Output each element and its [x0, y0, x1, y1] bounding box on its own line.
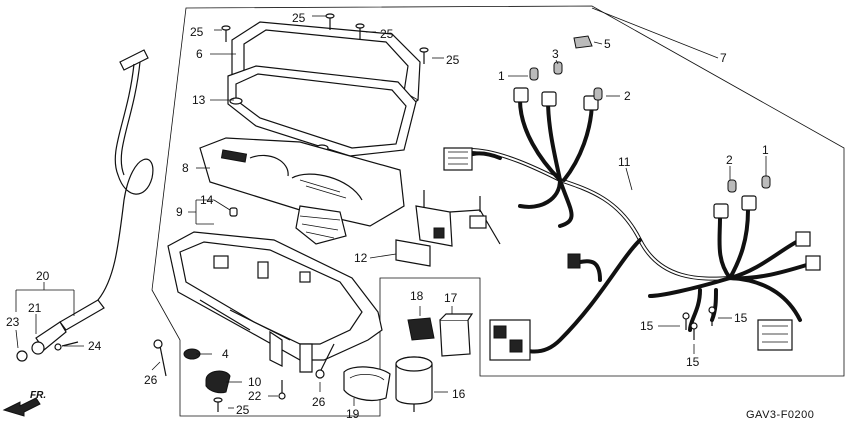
callout-23: 23 — [6, 315, 20, 329]
callout-15: 15 — [640, 319, 654, 333]
callout-26: 26 — [144, 373, 158, 387]
meter-lower-case — [167, 231, 383, 373]
callout-8: 8 — [182, 161, 189, 175]
callout-13: 13 — [192, 93, 206, 107]
screw-26-left — [153, 339, 167, 377]
callout-1: 1 — [762, 143, 769, 157]
callout-12: 12 — [354, 251, 368, 265]
callout-2: 2 — [726, 153, 733, 167]
callout-1: 1 — [498, 69, 505, 83]
callout-25: 25 — [236, 403, 250, 417]
clamp-10 — [205, 370, 231, 394]
connector-right — [757, 319, 793, 351]
callout-17: 17 — [444, 291, 458, 305]
callout-24: 24 — [88, 339, 102, 353]
screw-25-upper-left — [221, 25, 231, 42]
connector-right-upper — [795, 231, 821, 271]
leader-lines — [15, 7, 767, 409]
connector-mid — [567, 253, 581, 269]
callout-25: 25 — [190, 25, 204, 39]
cap-5 — [573, 35, 593, 49]
callout-16: 16 — [452, 387, 466, 401]
bulb-socket-2-right — [713, 179, 737, 219]
callout-21: 21 — [28, 301, 42, 315]
front-direction-arrow: FR. — [2, 390, 46, 417]
connector-left — [443, 147, 473, 171]
callout-10: 10 — [248, 375, 262, 389]
callout-20: 20 — [36, 269, 50, 283]
callout-9: 9 — [176, 205, 183, 219]
relay-17 — [439, 313, 474, 357]
bracket-12 — [395, 190, 501, 267]
assembly-boundary — [151, 5, 845, 417]
callout-25: 25 — [380, 27, 394, 41]
callout-7: 7 — [720, 51, 727, 65]
screw-25-right — [419, 47, 429, 64]
callout-6: 6 — [196, 47, 203, 61]
callout-labels: 25 25 25 25 25 6 13 8 9 14 1 3 2 5 7 11 … — [6, 11, 769, 421]
bulb-socket-3 — [541, 61, 563, 107]
callout-18: 18 — [410, 289, 424, 303]
callout-2: 2 — [624, 89, 631, 103]
screw-22 — [278, 380, 286, 400]
speedometer-cable — [16, 49, 154, 362]
callout-19: 19 — [346, 407, 360, 421]
bulb-14 — [229, 207, 238, 217]
screw-15-bottom — [690, 322, 698, 340]
screw-26-right — [315, 343, 335, 379]
screw-25-upper-right — [355, 23, 365, 40]
callout-14: 14 — [200, 193, 214, 207]
wire-harness — [458, 98, 812, 354]
buzzer-16 — [395, 356, 433, 412]
bulb-socket-1-right — [741, 175, 771, 211]
relay-18 — [407, 317, 435, 341]
screw-24 — [54, 341, 79, 351]
front-direction-label: FR. — [30, 390, 46, 401]
callout-4: 4 — [222, 347, 229, 361]
rubber-mount-19 — [343, 366, 391, 402]
screw-15-right — [708, 306, 716, 326]
bulb-socket-2-top — [583, 87, 603, 111]
diagram-code: GAV3-F0200 — [746, 409, 814, 421]
meter-face-panel — [199, 137, 405, 245]
callout-25: 25 — [446, 53, 460, 67]
callout-26: 26 — [312, 395, 326, 409]
callout-11: 11 — [618, 155, 631, 169]
connector-bottom — [489, 319, 531, 361]
callout-22: 22 — [248, 389, 262, 403]
meter-lens — [227, 65, 417, 157]
callout-15: 15 — [734, 311, 748, 325]
callout-3: 3 — [552, 47, 559, 61]
bulb-socket-1-left — [513, 67, 539, 103]
callout-15: 15 — [686, 355, 700, 369]
callout-25: 25 — [292, 11, 306, 25]
screw-25-bottom — [213, 397, 223, 412]
callout-5: 5 — [604, 37, 611, 51]
screw-15-left — [682, 312, 690, 330]
